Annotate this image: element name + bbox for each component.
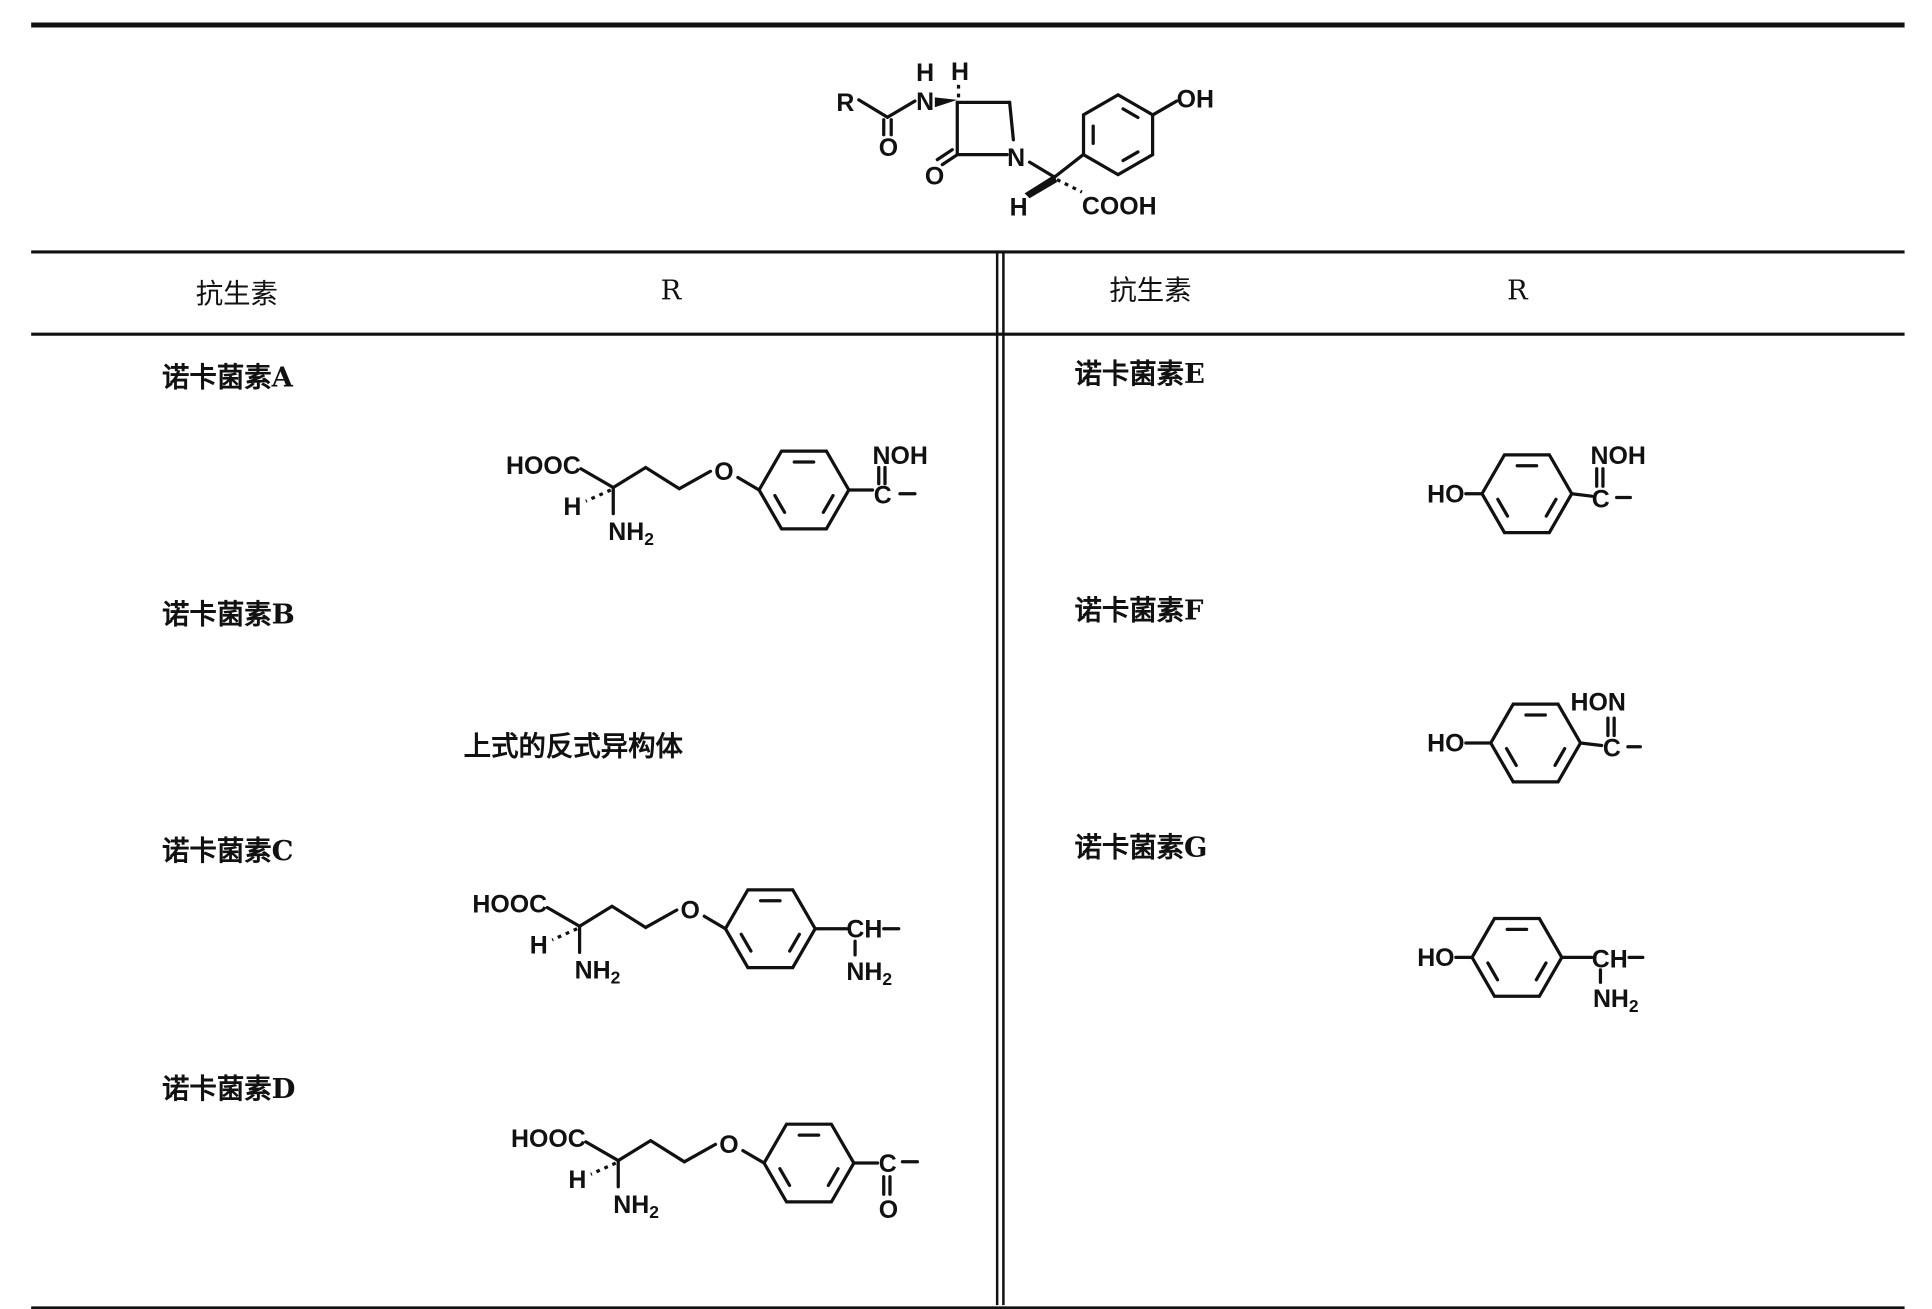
benzene-ring-icon [757,449,851,531]
structure-g: HO CH NH2 [1417,916,1645,1016]
atom-label: HOOC [472,891,547,919]
ring-double-bond [1486,961,1500,982]
atom-label: N [916,88,934,116]
atom-label: O [879,134,898,162]
atom-label: H [951,58,969,86]
atom-label: H [916,59,934,87]
structure-e: HO C NOH [1427,442,1646,535]
atom-label: H [1010,194,1028,222]
benzene-ring-icon [1488,702,1583,784]
atom-label: HON [1571,689,1626,717]
atom-label: CH [1592,945,1628,973]
antibiotic-name: 诺卡菌素G [1074,831,1207,863]
structure-a: HOOC H NH2 O C NOH [506,442,928,549]
antibiotic-name: 诺卡菌素F [1074,595,1204,627]
ring-double-bond [1496,497,1510,518]
atom-label: HO [1427,730,1464,758]
ring-double-bond [821,493,835,514]
isomer-note: 上式的反式异构体 [464,730,684,762]
benzene-ring-icon [1081,92,1155,177]
ring-double-bond [1121,150,1140,163]
ring-outline [1480,453,1574,535]
atom-label: HO [1417,944,1454,972]
atom-label: OH [1177,85,1214,113]
atom-label: C [874,482,892,510]
benzene-ring-icon [762,1122,856,1204]
atom-label: NH2 [846,958,892,989]
atom-label: H [563,493,581,521]
ring-outline [757,449,851,531]
atom-label: NH2 [1593,985,1639,1016]
atom-label: NOH [1590,442,1645,470]
ring-double-bond [826,1167,840,1188]
ring-double-bond [788,932,802,953]
antibiotic-name: 诺卡菌素C [162,835,293,867]
atom-label: O [714,458,733,486]
ring-outline [1488,702,1583,784]
antibiotic-name: 诺卡菌素A [162,362,294,394]
ring-outline [762,1122,856,1204]
benzene-ring-icon [1480,453,1574,535]
ring-outline [1470,916,1564,998]
column-header-antibiotic: 抗生素 [1109,275,1191,306]
benzene-ring-icon [1470,916,1564,998]
atom-label: O [925,163,944,191]
atom-label: C [879,1150,897,1178]
atom-label: NH2 [613,1191,659,1222]
atom-label: HO [1427,480,1464,508]
ring-double-bond [1121,107,1140,120]
atom-label: N [1007,144,1025,172]
antibiotic-name: 诺卡菌素E [1074,358,1205,390]
antibiotic-name: 诺卡菌素D [162,1073,295,1105]
benzene-ring-icon [723,888,818,970]
atom-label: CH [846,915,882,943]
ring-outline [723,888,818,970]
atom-label: H [530,932,548,960]
atom-label: NOH [873,442,928,470]
ring-double-bond [1534,961,1548,982]
structure-d: HOOC H NH2 O C O [511,1122,920,1224]
ring-double-bond [739,932,753,953]
atom-label: C [1592,485,1610,513]
column-header-r: R [1507,275,1529,306]
atom-label: COOH [1082,193,1157,221]
atom-label: HOOC [511,1125,586,1153]
atom-label: H [568,1166,586,1194]
ring-double-bond [1504,746,1518,768]
core-structure: R O N H H N O H COOH OH [836,58,1214,222]
column-header-r: R [661,275,683,306]
atom-label: NH2 [608,518,654,549]
antibiotic-name: 诺卡菌素B [162,598,295,630]
structure-c: HOOC H NH2 O CH NH2 [472,888,901,989]
atom-label: HOOC [506,452,581,480]
ring-double-bond [1544,497,1558,518]
atom-label: O [879,1196,898,1224]
ring-double-bond [773,493,787,514]
atom-label: O [719,1131,738,1159]
column-header-antibiotic: 抗生素 [196,279,278,310]
structure-f: HO C HON [1427,689,1642,784]
atom-label: C [1603,735,1621,763]
atom-label: R [836,89,854,117]
ring-double-bond [1553,746,1567,768]
atom-label: O [681,897,700,925]
ring-double-bond [778,1167,792,1188]
atom-label: NH2 [575,957,621,988]
